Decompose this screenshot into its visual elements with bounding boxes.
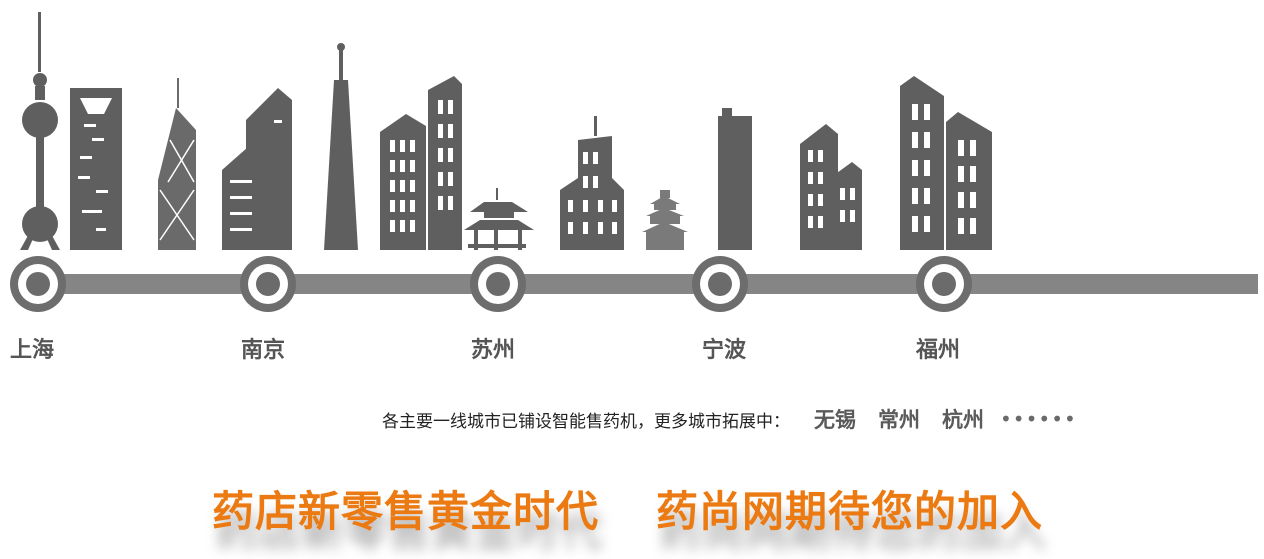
oriental-pearl-tower-icon	[20, 12, 60, 250]
more-city-label: 杭州	[942, 408, 984, 432]
office-building-icon	[560, 116, 624, 250]
timeline-node-icon	[916, 256, 972, 312]
slogan-part-1: 药店新零售黄金时代	[212, 487, 600, 536]
timeline-node-icon	[692, 256, 748, 312]
office-building-icon	[222, 88, 292, 250]
more-city-label: 无锡	[814, 408, 856, 432]
ellipsis-dots: ••••••	[1000, 407, 1077, 431]
city-label: 宁波	[702, 338, 747, 363]
more-city-label: 常州	[878, 408, 920, 432]
timeline-node-icon	[470, 256, 526, 312]
skyscraper-icon	[70, 88, 122, 250]
office-building-icon	[800, 124, 862, 250]
slogan-shadow: 药尚网期待您的加入	[660, 507, 1048, 556]
pagoda-icon	[642, 190, 688, 250]
expansion-caption: 各主要一线城市已铺设智能售药机，更多城市拓展中： 无锡 常州 杭州 ••••••	[382, 404, 1077, 434]
skyscraper-icon	[158, 78, 196, 250]
expansion-text: 各主要一线城市已铺设智能售药机，更多城市拓展中：	[382, 411, 790, 432]
tv-tower-icon	[324, 43, 358, 250]
city-label: 上海	[10, 338, 55, 363]
city-skyline-illustration	[20, 12, 992, 250]
timeline-node-icon	[10, 256, 66, 312]
slogan-part-2: 药尚网期待您的加入	[656, 487, 1044, 536]
city-label: 南京	[241, 338, 286, 363]
city-label: 苏州	[471, 338, 516, 363]
office-building-icon	[900, 76, 992, 250]
tv-tower-icon	[718, 108, 752, 250]
pagoda-icon	[464, 188, 534, 250]
city-label: 福州	[916, 338, 961, 363]
office-building-icon	[380, 76, 462, 250]
timeline-node-icon	[240, 256, 296, 312]
slogan-shadow: 药店新零售黄金时代	[216, 507, 604, 556]
timeline-track	[20, 274, 1258, 294]
